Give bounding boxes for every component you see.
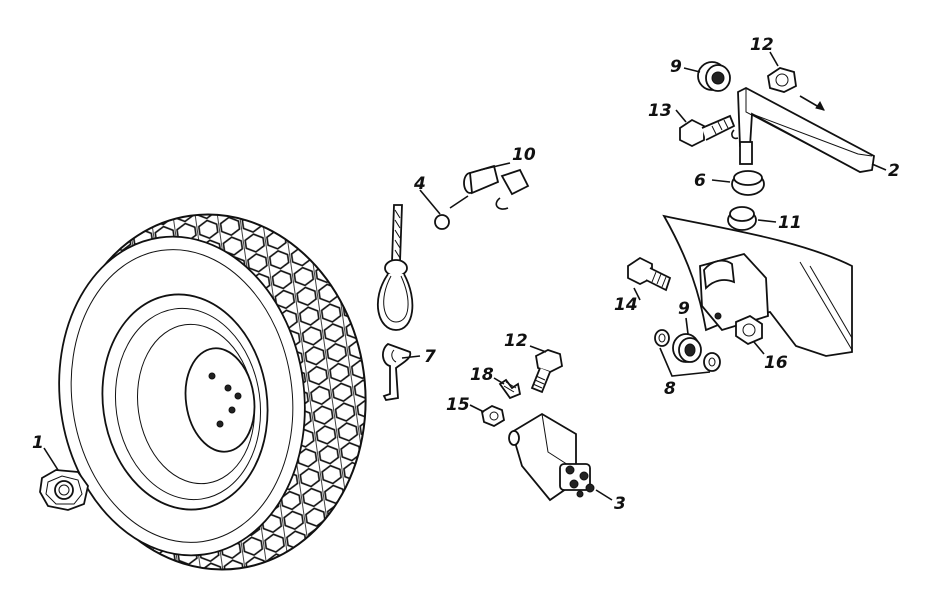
callout-10: 10 (512, 145, 536, 165)
spring-18 (498, 378, 522, 400)
hook (382, 342, 412, 401)
callout-8: 8 (664, 379, 676, 399)
wheel-nut (39, 469, 89, 511)
nut-16 (735, 314, 763, 346)
callout-18: 18 (470, 365, 494, 385)
callout-2: 2 (888, 161, 900, 181)
callout-9-mid: 9 (678, 299, 690, 319)
bushing-9-mid (672, 333, 702, 363)
nut-15 (480, 404, 506, 428)
callout-14: 14 (614, 295, 638, 315)
callout-12-top: 12 (750, 35, 774, 55)
arm-bracket-2 (731, 86, 875, 173)
wheel-hub (184, 347, 256, 453)
bushing-9-top (697, 61, 731, 92)
bolt-12-mid (530, 349, 563, 394)
body-panel (662, 214, 853, 357)
callout-6: 6 (694, 171, 706, 191)
callout-9-top: 9 (670, 57, 682, 77)
callout-7: 7 (424, 347, 436, 367)
bolt-14 (627, 256, 672, 292)
callout-1: 1 (32, 433, 44, 453)
wheel-tire (58, 213, 367, 571)
callout-4: 4 (413, 174, 426, 194)
clevis-pin (463, 164, 530, 210)
callout-13: 13 (648, 101, 672, 121)
washers-8 (654, 329, 721, 372)
cable-assembly (377, 195, 469, 331)
callout-3: 3 (614, 494, 626, 514)
callout-16: 16 (764, 353, 788, 373)
callout-12-mid: 12 (504, 331, 528, 351)
callout-11: 11 (778, 213, 802, 233)
grommet-11 (727, 206, 757, 231)
washer-6 (731, 170, 765, 196)
wheel-rim (101, 293, 269, 511)
nut-12-top (767, 67, 797, 93)
callout-15: 15 (446, 395, 470, 415)
bracket-connector (508, 412, 595, 502)
bolt-13 (679, 114, 736, 148)
